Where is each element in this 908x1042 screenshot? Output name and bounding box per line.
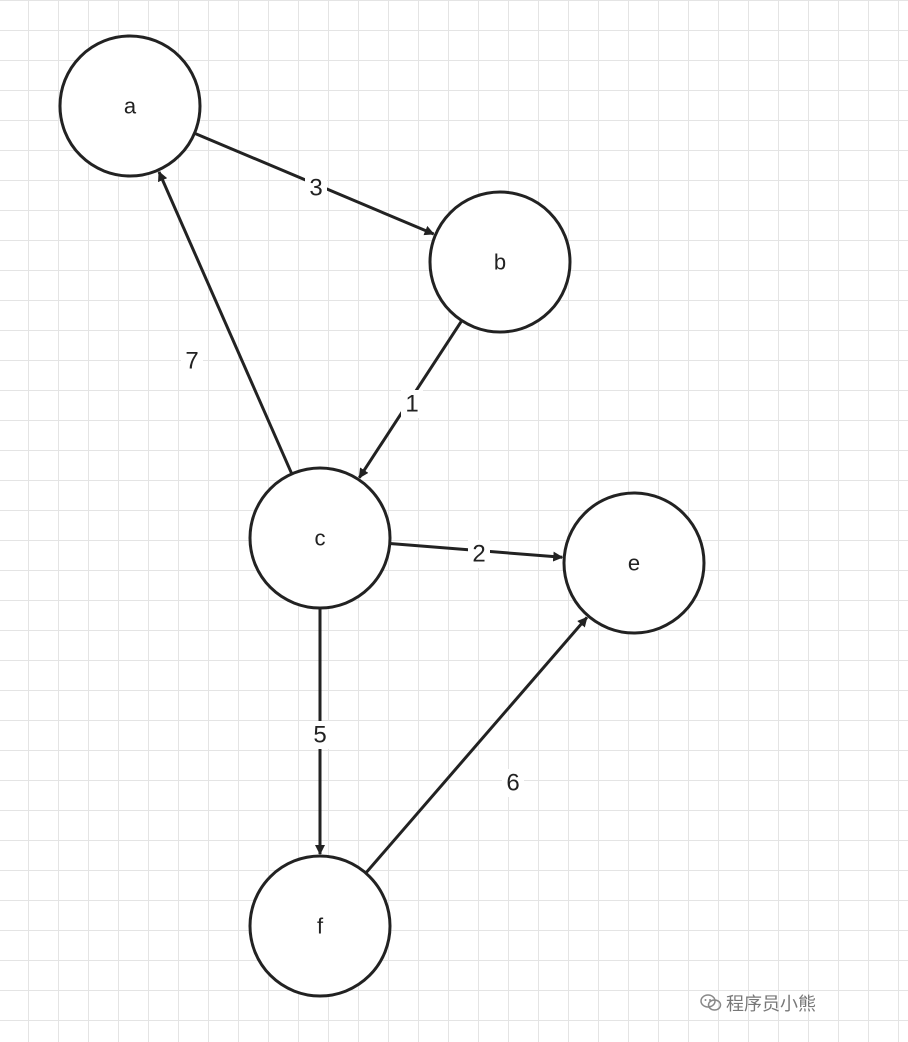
node-label-b: b (494, 250, 506, 275)
node-label-e: e (628, 551, 640, 576)
watermark-text: 程序员小熊 (726, 994, 816, 1015)
edge-weight-a-b: 3 (309, 175, 322, 202)
edge-label-bg (468, 540, 490, 568)
edge-label-bg (502, 769, 524, 797)
node-label-a: a (124, 94, 137, 119)
edge-weight-b-c: 1 (405, 391, 418, 418)
nodes: a b c e f (58, 34, 706, 998)
edge-weight-c-e: 2 (472, 541, 485, 568)
node-b (428, 190, 572, 334)
node-label-c: c (315, 526, 326, 551)
edge-weight-c-a: 7 (185, 348, 198, 375)
node-a (58, 34, 202, 178)
edge-f-e (364, 616, 589, 875)
edge-label-bg (181, 347, 203, 375)
watermark: 程序员小熊 (700, 990, 900, 1016)
edge-label-bg (401, 390, 423, 418)
edge-label-bg (305, 174, 327, 202)
edges: 3 1 7 2 5 6 (157, 131, 589, 875)
wechat-icon (700, 994, 722, 1011)
node-label-f: f (317, 914, 324, 939)
node-f (248, 854, 392, 998)
edge-c-a (157, 170, 294, 475)
edge-label-bg (309, 721, 331, 749)
edge-weight-c-f: 5 (313, 722, 326, 749)
edge-weight-f-e: 6 (506, 770, 519, 797)
node-c (248, 466, 392, 610)
node-e (562, 491, 706, 635)
